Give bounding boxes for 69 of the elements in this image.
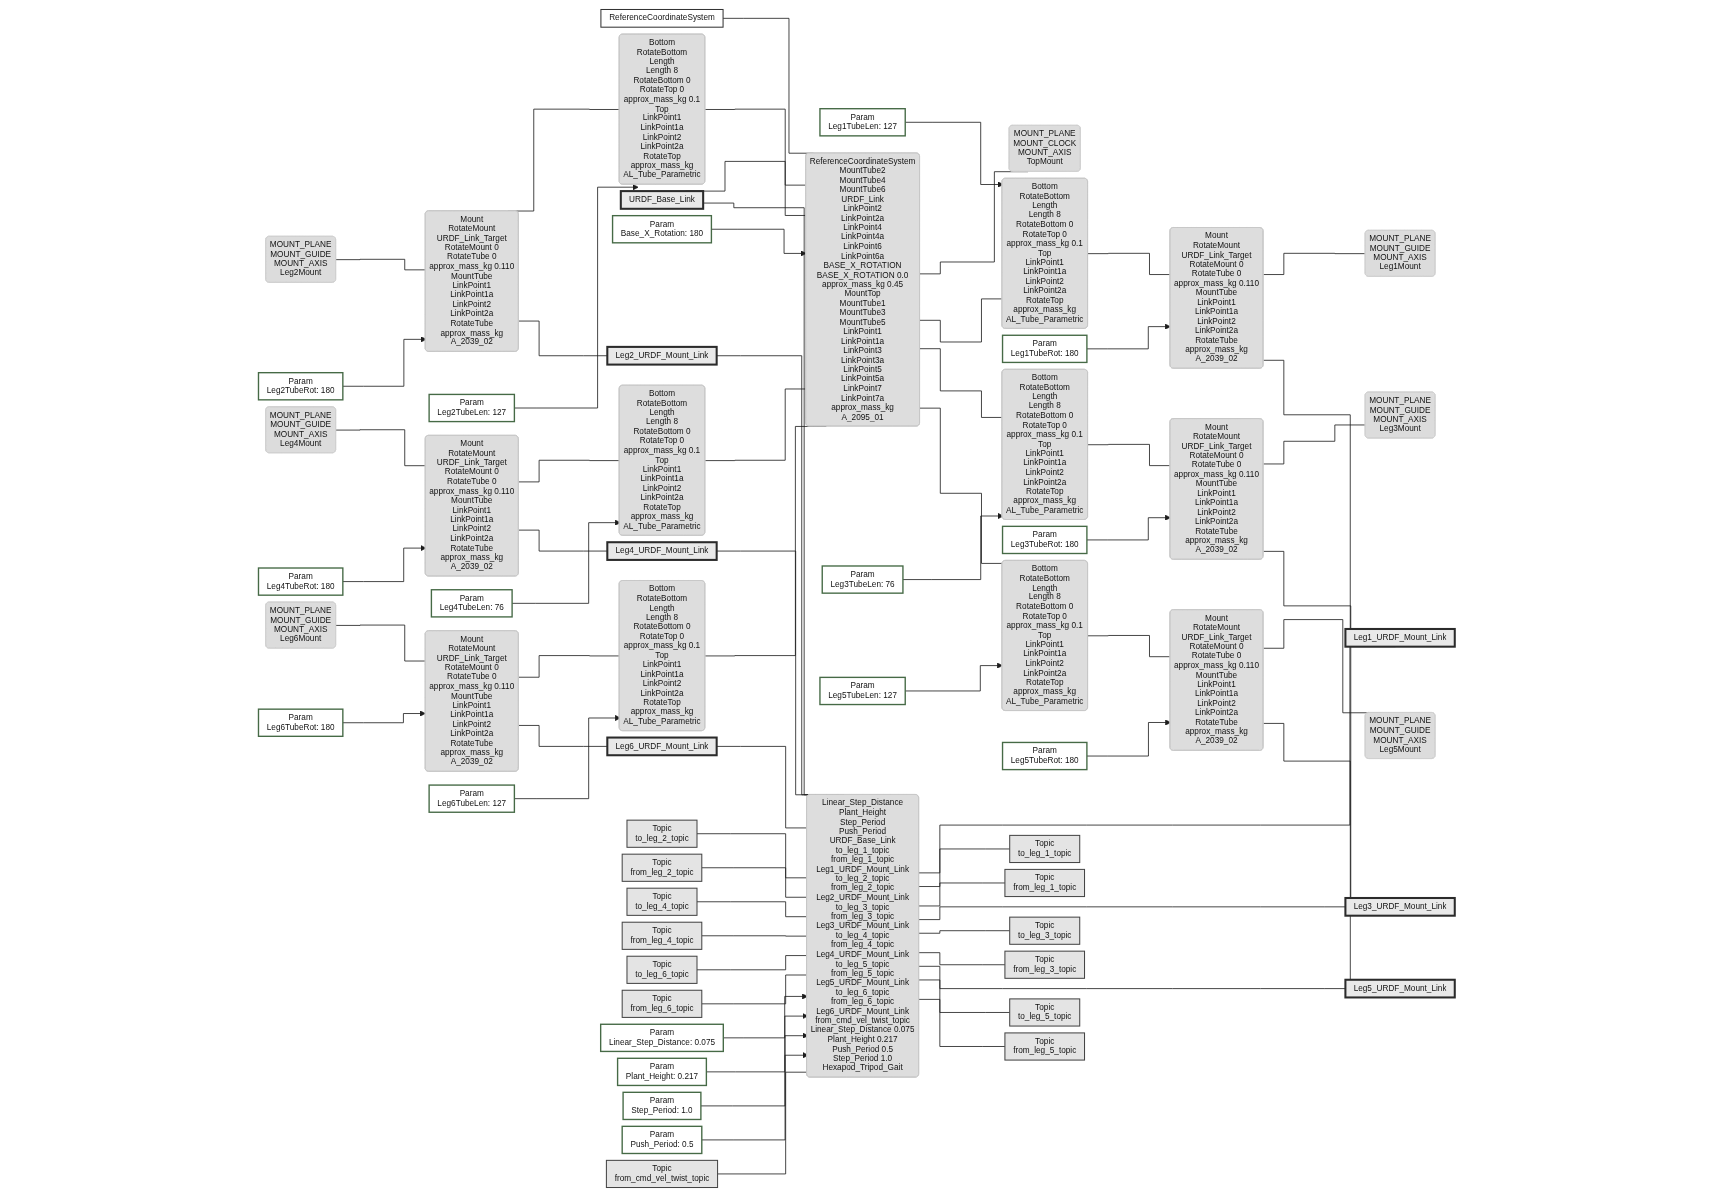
- connector: [918, 930, 1010, 934]
- node-box: Topic from_leg_4_topic: [621, 921, 703, 950]
- connector: [918, 965, 1346, 989]
- node-box: Param Push_Period: 0.5: [621, 1125, 703, 1155]
- connector: [704, 388, 807, 462]
- node-box: Topic to_leg_5_topic: [1009, 998, 1081, 1027]
- node-box: Param Plant_Height: 0.217: [616, 1057, 707, 1087]
- node-box: Param Leg2TubeLen: 127: [428, 393, 515, 423]
- connector: [696, 901, 808, 918]
- node-box: Topic from_leg_3_topic: [1004, 950, 1085, 979]
- connector: [717, 1071, 808, 1175]
- node-box: Topic from_leg_5_topic: [1004, 1032, 1085, 1061]
- node-box: Topic to_leg_1_topic: [1009, 834, 1081, 864]
- node-box: Topic to_leg_6_topic: [626, 955, 698, 984]
- node-box: Param Leg6TubeLen: 127: [428, 784, 515, 813]
- node-box: Topic from_leg_6_topic: [621, 989, 703, 1018]
- connector: [716, 746, 808, 829]
- connector: [1087, 635, 1171, 658]
- connector: [918, 979, 1010, 1013]
- connector: [696, 955, 808, 971]
- connector: [919, 348, 1003, 418]
- connector: [335, 429, 426, 467]
- node-box: Param Leg3TubeLen: 76: [821, 565, 904, 594]
- connector: [701, 935, 808, 937]
- connector: [919, 298, 1003, 343]
- connector: [518, 655, 620, 678]
- node-box: ReferenceCoordinateSystem: [600, 8, 724, 28]
- node-box: Topic to_leg_3_topic: [1009, 916, 1081, 945]
- connector: [918, 848, 1010, 887]
- node-box: Topic from_cmd_vel_twist_topic: [605, 1159, 718, 1189]
- node-box: Topic from_leg_2_topic: [621, 853, 703, 882]
- connector: [518, 320, 608, 357]
- node-box: Param Leg3TubeRot: 180: [1001, 525, 1088, 555]
- node-box: URDF_Base_Link: [619, 190, 705, 210]
- node-box: Param Leg5TubeRot: 180: [1001, 741, 1088, 771]
- connector: [919, 407, 1003, 564]
- connector: [1262, 424, 1366, 465]
- node-box: Leg3_URDF_Mount_Link: [1344, 896, 1456, 917]
- connector: [518, 529, 608, 552]
- node-box: Param Leg2TubeRot: 180: [257, 372, 344, 401]
- connector: [696, 833, 808, 879]
- node-box: Topic to_leg_2_topic: [626, 819, 698, 848]
- connector: [1087, 252, 1171, 275]
- connector: [701, 867, 808, 898]
- node-box: Topic from_leg_1_topic: [1004, 868, 1085, 898]
- connector: [918, 906, 1346, 920]
- node-box: Param Leg6TubeRot: 180: [257, 708, 344, 737]
- node-box: Param Linear_Step_Distance: 0.075: [599, 1023, 724, 1053]
- node-box: Param Leg1TubeLen: 127: [819, 108, 906, 137]
- node-box: Param Leg1TubeRot: 180: [1001, 334, 1088, 364]
- node-box: Param Leg5TubeLen: 127: [819, 676, 906, 706]
- node-box: Param Base_X_Rotation: 180: [611, 214, 712, 244]
- connector: [704, 108, 807, 186]
- node-box: Leg5_URDF_Mount_Link: [1344, 978, 1456, 999]
- connector: [1262, 252, 1366, 275]
- connector: [518, 725, 608, 747]
- node-box: Leg6_URDF_Mount_Link: [606, 736, 718, 757]
- node-box: Param Step_Period: 1.0: [622, 1091, 702, 1121]
- node-box: Param Leg4TubeLen: 76: [430, 589, 513, 618]
- node-box: Leg1_URDF_Mount_Link: [1344, 627, 1456, 648]
- node-box: Leg4_URDF_Mount_Link: [606, 541, 718, 561]
- node-box: Topic to_leg_4_topic: [626, 887, 698, 916]
- connector: [1087, 443, 1171, 467]
- node-box: Param Leg4TubeRot: 180: [257, 567, 344, 596]
- node-box: Leg2_URDF_Mount_Link: [606, 345, 718, 366]
- connector: [335, 624, 426, 662]
- connector: [701, 974, 808, 1005]
- connector: [518, 459, 620, 483]
- connector: [335, 258, 426, 271]
